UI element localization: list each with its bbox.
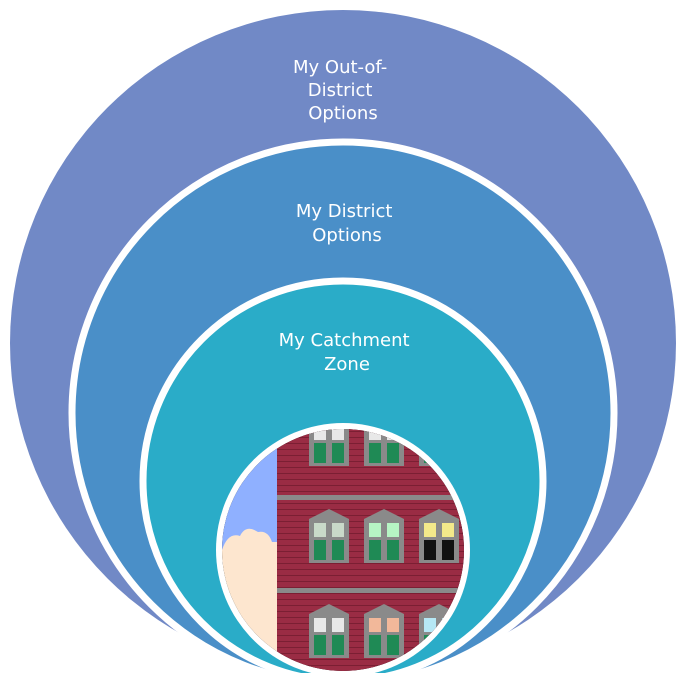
window-icon	[364, 509, 404, 563]
middle-circle-label: My District Options	[296, 201, 398, 246]
window-icon	[309, 604, 349, 658]
floor-ledge-1	[277, 495, 464, 500]
inner-circle-label: My Catchment Zone	[279, 330, 416, 375]
window-icon	[309, 509, 349, 563]
outer-label-line-2: District	[308, 80, 373, 101]
window-icon	[364, 604, 404, 658]
window-icon	[419, 509, 459, 563]
window-icon	[309, 429, 349, 466]
outer-label-line-1: My Out-of-	[293, 57, 387, 78]
building-image	[216, 423, 470, 673]
outer-label-line-3: Options	[308, 103, 377, 124]
floor-ledge-2	[277, 588, 464, 593]
middle-label-line-1: My District	[296, 201, 393, 222]
middle-label-line-2: Options	[312, 225, 381, 246]
outer-circle-label: My Out-of- District Options	[293, 57, 393, 124]
inner-label-line-1: My Catchment	[279, 330, 410, 351]
inner-label-line-2: Zone	[324, 354, 370, 375]
